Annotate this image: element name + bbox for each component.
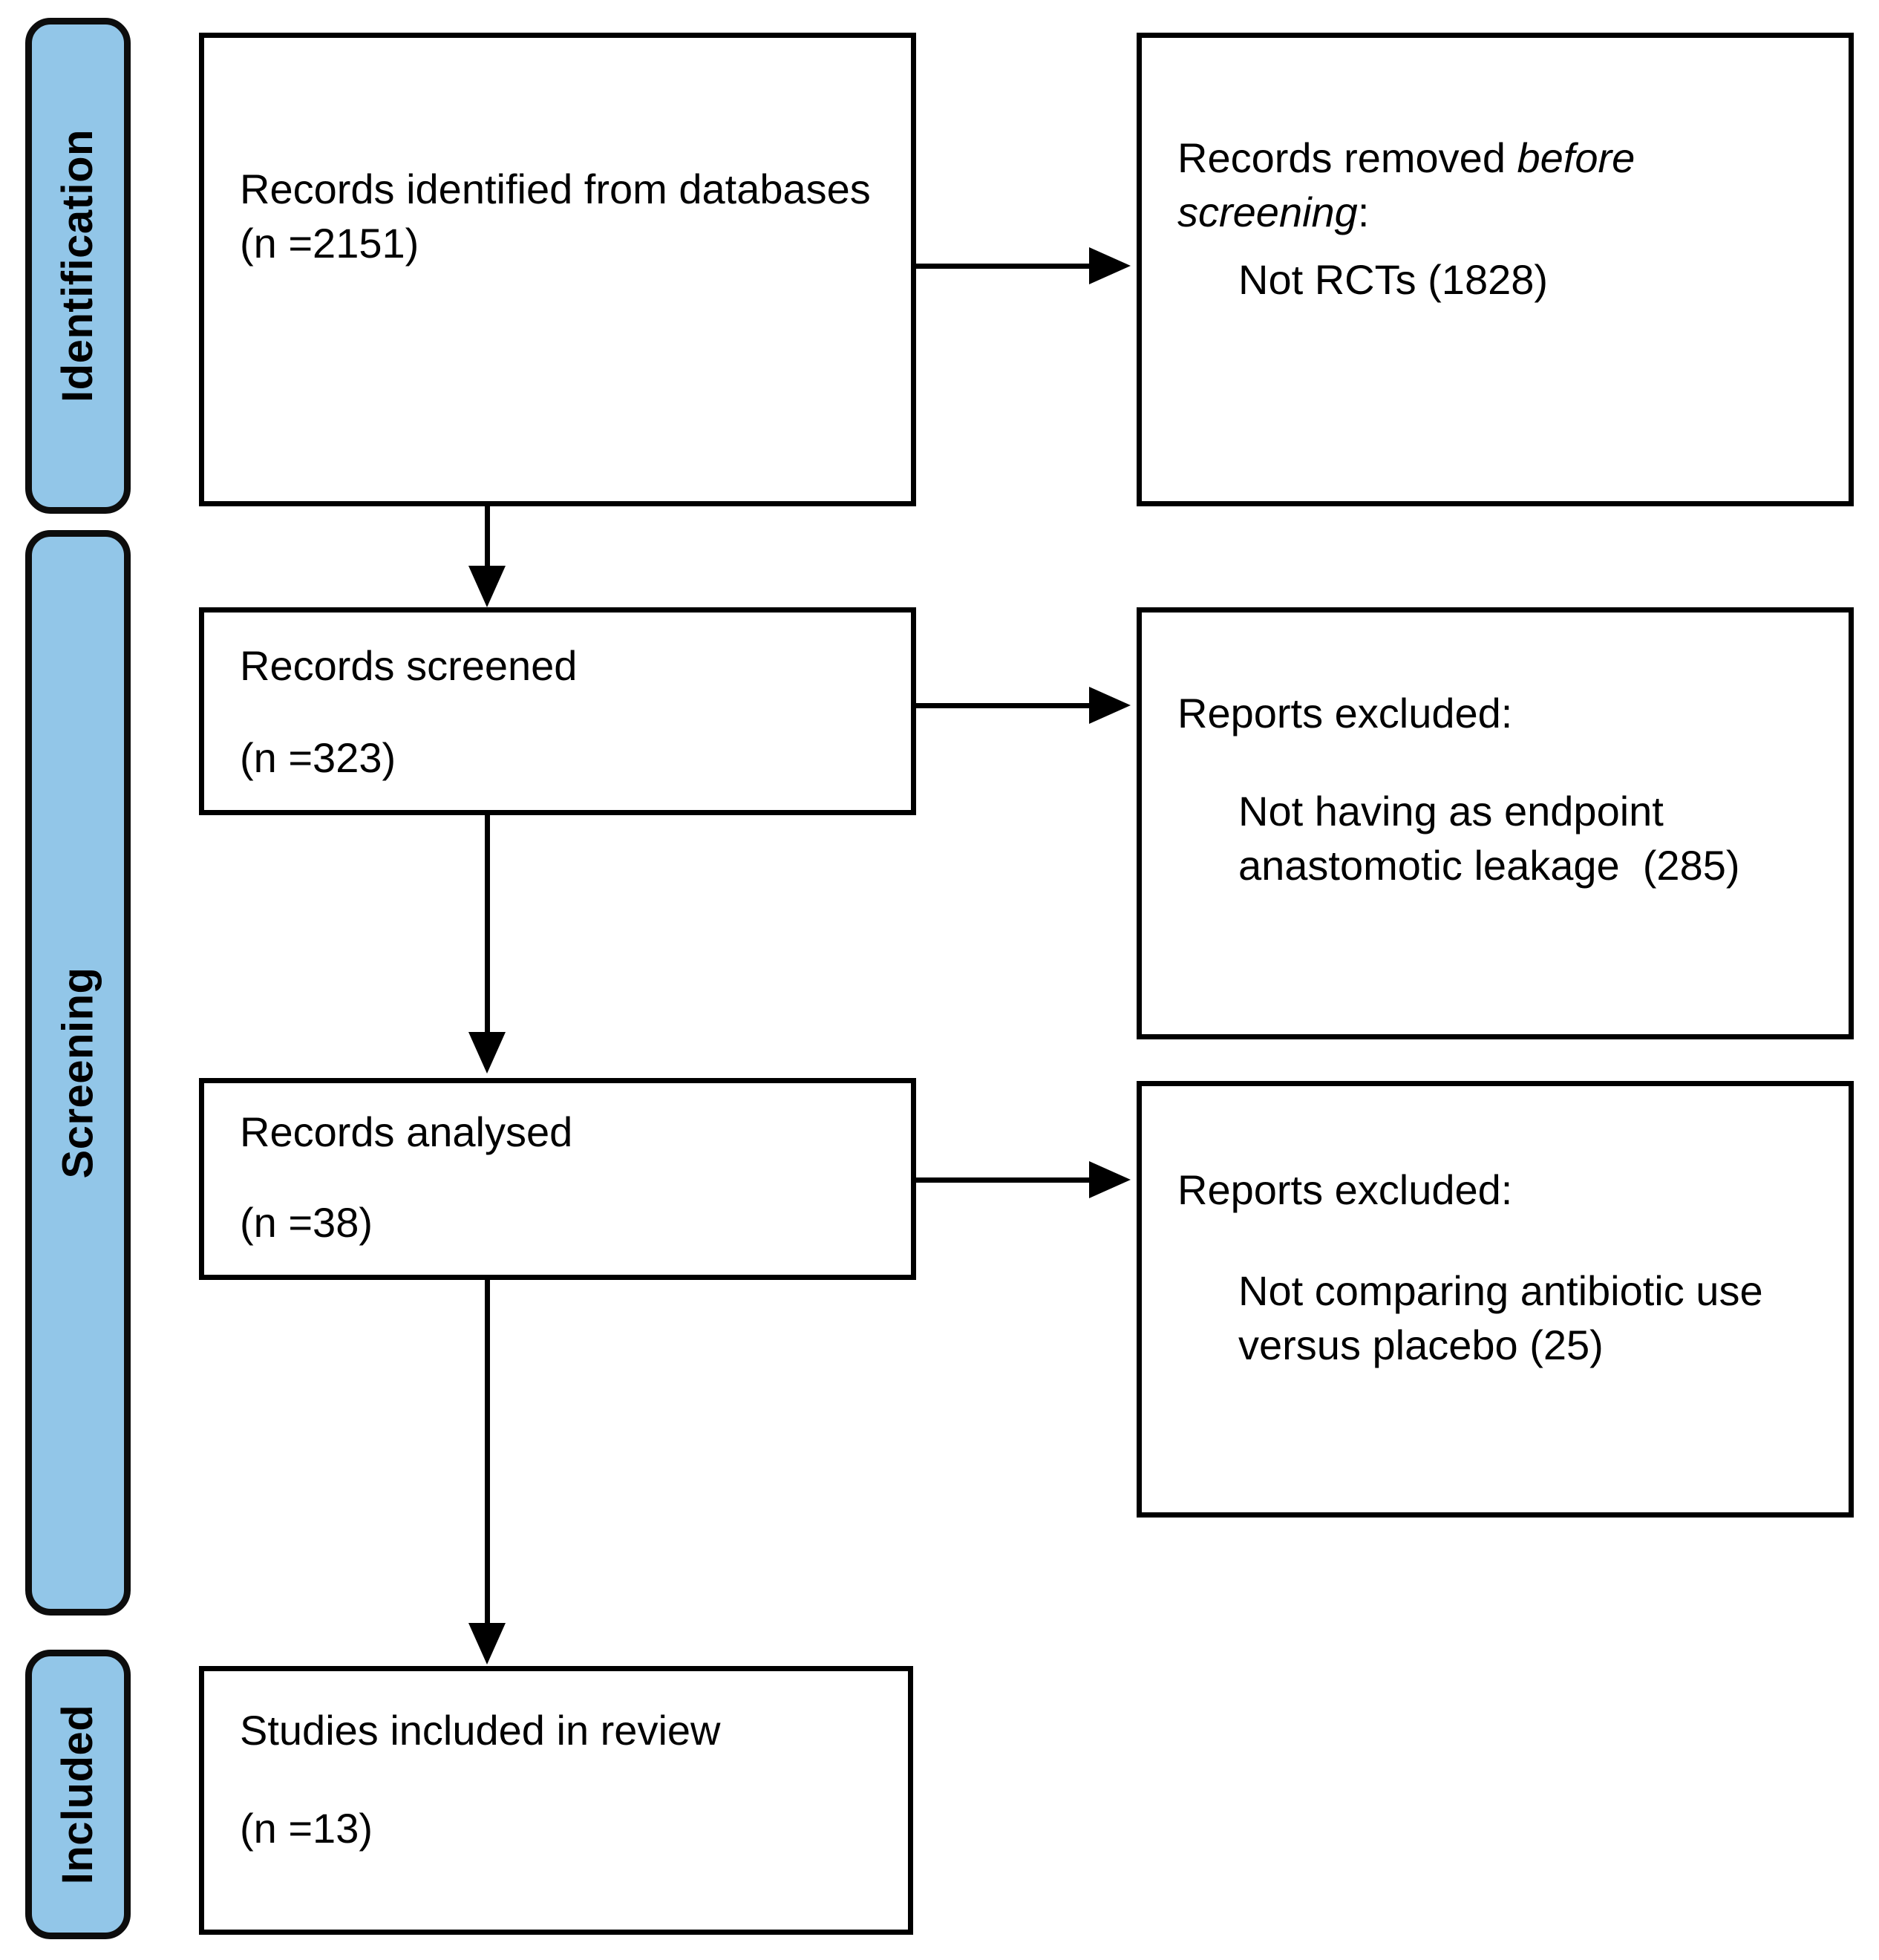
stage-label-screening: Screening <box>53 967 102 1179</box>
box-reports-excluded-analysis-heading: Reports excluded: <box>1177 1166 1513 1213</box>
connector-line-horizontal <box>914 703 1092 708</box>
box-studies-included-label: Studies included in review <box>240 1707 721 1754</box>
box-records-identified-text: Records identified from databases (n =21… <box>240 166 883 267</box>
box-records-removed-heading-italic-1: before <box>1517 134 1635 181</box>
box-reports-excluded-analysis: Reports excluded: Not comparing antibiot… <box>1137 1081 1854 1518</box>
box-records-removed-heading-italic-2: screening <box>1177 188 1358 235</box>
box-reports-excluded-screening-reason: Not having as endpoint anastomotic leaka… <box>1238 788 1740 889</box>
arrow-down-icon <box>468 566 506 607</box>
box-records-screened-count: (n =323) <box>240 734 396 781</box>
connector-line-vertical <box>485 1275 490 1626</box>
box-reports-excluded-analysis-reason: Not comparing antibiotic use versus plac… <box>1238 1267 1775 1368</box>
stage-banner-included: Included <box>25 1650 131 1939</box>
stage-label-included: Included <box>53 1704 102 1885</box>
stage-banner-identification: Identification <box>25 18 131 514</box>
box-studies-included: Studies included in review (n =13) <box>199 1666 913 1935</box>
stage-banner-screening: Screening <box>25 530 131 1616</box>
box-records-removed: Records removed before screening: Not RC… <box>1137 33 1854 506</box>
stage-label-identification: Identification <box>53 129 102 402</box>
box-records-removed-heading: Records removed before screening: <box>1177 131 1828 240</box>
box-records-analysed: Records analysed (n =38) <box>199 1078 916 1280</box>
arrow-right-icon <box>1089 247 1131 284</box>
box-records-analysed-label: Records analysed <box>240 1108 573 1155</box>
box-records-screened-label: Records screened <box>240 642 578 689</box>
box-records-identified: Records identified from databases (n =21… <box>199 33 916 506</box>
connector-line-horizontal <box>914 264 1092 269</box>
arrow-right-icon <box>1089 1161 1131 1198</box>
box-records-removed-reason: Not RCTs (1828) <box>1238 256 1549 303</box>
box-reports-excluded-screening: Reports excluded: Not having as endpoint… <box>1137 607 1854 1039</box>
box-records-removed-heading-plain: Records removed <box>1177 134 1517 181</box>
box-studies-included-count: (n =13) <box>240 1805 373 1852</box>
connector-line-vertical <box>485 503 490 570</box>
box-reports-excluded-screening-heading: Reports excluded: <box>1177 690 1513 736</box>
arrow-down-icon <box>468 1623 506 1665</box>
box-records-analysed-count: (n =38) <box>240 1199 373 1246</box>
arrow-right-icon <box>1089 687 1131 724</box>
arrow-down-icon <box>468 1032 506 1074</box>
box-records-screened: Records screened (n =323) <box>199 607 916 815</box>
connector-line-vertical <box>485 811 490 1033</box>
box-records-removed-heading-colon: : <box>1357 188 1370 235</box>
connector-line-horizontal <box>914 1177 1092 1183</box>
